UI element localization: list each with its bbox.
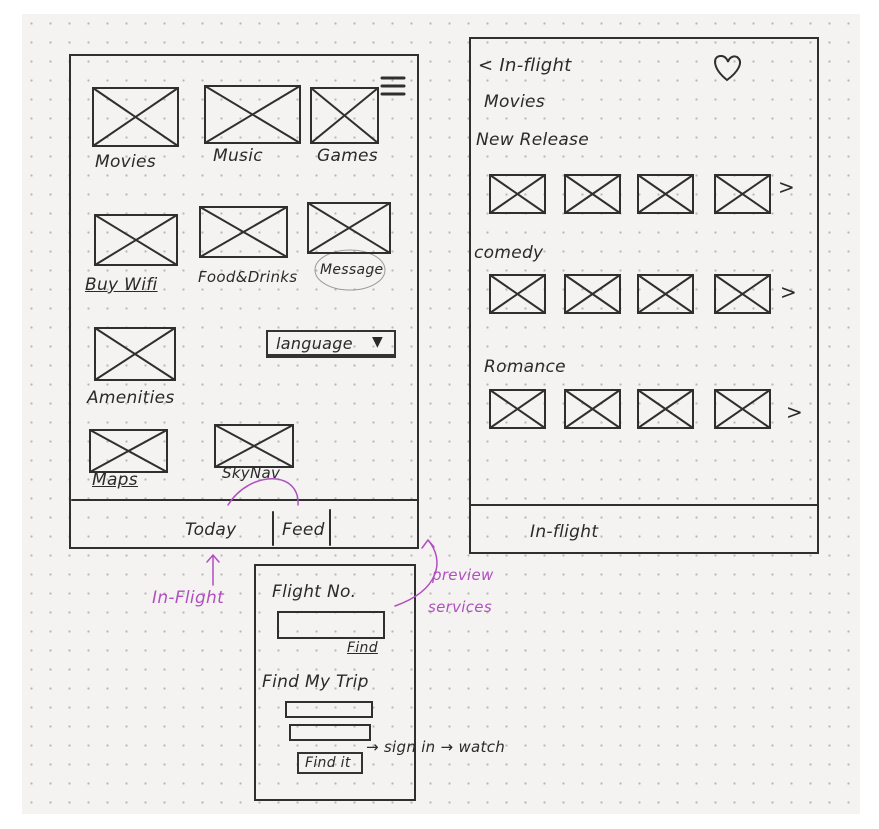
trip-input-1 [285, 701, 373, 718]
image-placeholder-movie-thumb-1-0[interactable] [489, 274, 546, 314]
image-placeholder-movie-thumb-0-0[interactable] [489, 174, 546, 214]
in-flight-annotation: In-Flight [152, 588, 225, 608]
romance-more-arrow[interactable]: > [786, 400, 804, 424]
back-in-flight-link[interactable]: < In-flight [478, 55, 572, 76]
home-screen-frame [69, 54, 419, 549]
image-placeholder-message[interactable] [307, 202, 391, 254]
dropdown-triangle-icon: ▼ [372, 334, 384, 350]
section-title-comedy: comedy [474, 243, 544, 263]
tile-label-skynav[interactable]: SkyNav [222, 464, 281, 482]
footer-in-flight-tab[interactable]: In-flight [530, 522, 599, 542]
image-placeholder-maps[interactable] [89, 429, 168, 473]
image-placeholder-skynav[interactable] [214, 424, 294, 468]
image-placeholder-movie-thumb-0-2[interactable] [637, 174, 694, 214]
language-dropdown[interactable]: language ▼ [266, 330, 396, 358]
image-placeholder-movie-thumb-0-3[interactable] [714, 174, 771, 214]
tile-label-music[interactable]: Music [213, 146, 263, 166]
image-placeholder-amenities[interactable] [94, 327, 176, 381]
tile-label-amenities[interactable]: Amenities [87, 388, 175, 408]
language-label: language [276, 334, 353, 353]
image-placeholder-movie-thumb-0-1[interactable] [564, 174, 621, 214]
tile-label-maps[interactable]: Maps [92, 470, 138, 490]
image-placeholder-games[interactable] [310, 87, 379, 144]
image-placeholder-buy-wifi[interactable] [94, 214, 178, 266]
image-placeholder-movie-thumb-2-2[interactable] [637, 389, 694, 429]
tile-label-buy-wifi[interactable]: Buy Wifi [85, 275, 158, 295]
tile-label-games[interactable]: Games [317, 146, 378, 166]
new-release-more-arrow[interactable]: > [778, 175, 796, 199]
image-placeholder-food-drinks[interactable] [199, 206, 288, 258]
message-circle [314, 249, 386, 291]
tile-label-food-drinks[interactable]: Food&Drinks [198, 268, 298, 286]
image-placeholder-movie-thumb-1-1[interactable] [564, 274, 621, 314]
tile-label-movies[interactable]: Movies [95, 152, 156, 172]
hamburger-menu-icon [380, 76, 406, 96]
image-placeholder-movie-thumb-2-3[interactable] [714, 389, 771, 429]
trip-input-2 [289, 724, 371, 741]
movies-screen-frame [469, 37, 819, 554]
annotation-arrows [206, 478, 438, 607]
find-it-button[interactable]: Find it [297, 752, 363, 774]
image-placeholder-music[interactable] [204, 85, 301, 144]
tab-feed[interactable]: Feed [282, 520, 325, 540]
image-placeholder-movie-thumb-2-1[interactable] [564, 389, 621, 429]
section-title-new-release: New Release [476, 130, 589, 150]
tab-today[interactable]: Today [185, 520, 237, 540]
flight-number-label: Flight No. [272, 582, 357, 602]
find-it-label: Find it [305, 755, 351, 771]
tile-label-message[interactable]: Message [320, 262, 384, 278]
find-screen-frame [254, 564, 416, 801]
heart-icon [714, 55, 741, 82]
find-link[interactable]: Find [347, 640, 378, 656]
flight-number-input [277, 611, 385, 639]
flow-note: → sign in → watch [366, 738, 506, 756]
movies-heading: Movies [484, 92, 545, 112]
find-my-trip-label: Find My Trip [262, 672, 369, 692]
image-placeholder-movie-thumb-2-0[interactable] [489, 389, 546, 429]
image-placeholder-movie-thumb-1-2[interactable] [637, 274, 694, 314]
preview-annotation: preview [432, 566, 494, 584]
image-placeholder-movie-thumb-1-3[interactable] [714, 274, 771, 314]
image-placeholder-movies[interactable] [92, 87, 179, 147]
comedy-more-arrow[interactable]: > [780, 280, 798, 304]
services-annotation: services [428, 598, 492, 616]
dotted-paper [22, 14, 860, 814]
section-title-romance: Romance [484, 357, 566, 377]
